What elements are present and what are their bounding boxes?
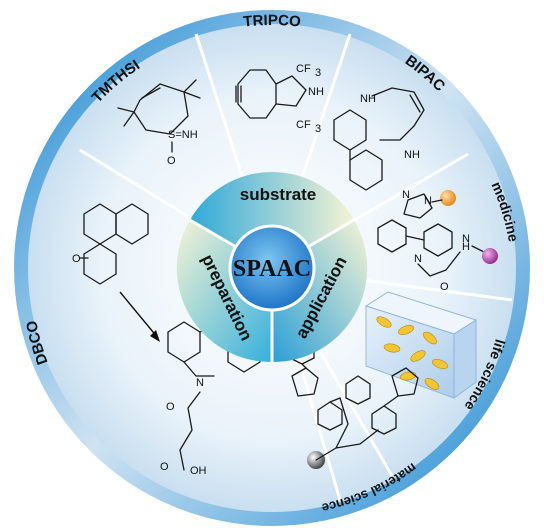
svg-text:N: N: [462, 233, 470, 245]
center-label: SPAAC: [233, 256, 311, 282]
tripco-structure: CF 3 NH CF 3: [235, 63, 324, 135]
svg-text:N: N: [414, 253, 422, 265]
label-tripco: TRIPCO: [242, 12, 302, 31]
purple-label-ball: [482, 248, 498, 264]
svg-text:N: N: [402, 189, 410, 201]
tmthsi-structure: S=NH O: [117, 79, 201, 167]
svg-text:O: O: [440, 281, 449, 293]
svg-text:3: 3: [315, 123, 321, 135]
inner-label-substrate: substrate: [240, 185, 317, 204]
dbco-ketone-o: O: [72, 253, 81, 265]
dbco-structure: O N O O OH: [72, 203, 261, 477]
dbco-n: N: [196, 377, 204, 389]
dbco-amide-o: O: [166, 401, 175, 413]
bipac-nh-top: NH: [360, 93, 376, 105]
tripco-cf3-top: CF: [296, 63, 311, 75]
orange-label-ball: [440, 190, 456, 206]
dbco-acid-o: O: [160, 461, 169, 473]
inner-wheel: SPAAC substrate preparation application: [176, 171, 368, 363]
medicine-structure: N N N O H N: [377, 189, 498, 293]
tripco-cf3-bottom: CF: [296, 119, 311, 131]
tmthsi-o: O: [167, 155, 176, 167]
svg-text:H: H: [462, 241, 470, 253]
dbco-acid-oh: OH: [190, 465, 207, 477]
tmthsi-s-nh: S=NH: [168, 129, 198, 141]
bipac-nh-bottom: NH: [404, 149, 420, 161]
bipac-structure: NH NH: [333, 87, 425, 191]
svg-text:3: 3: [315, 67, 321, 79]
synthesis-arrow: [119, 291, 159, 339]
tripco-nh: NH: [308, 86, 324, 98]
svg-text:N: N: [424, 195, 432, 207]
center-circle: [228, 224, 316, 312]
material-science-structure: [289, 335, 419, 469]
cells: [376, 316, 448, 390]
life-science-cube: [364, 291, 478, 399]
